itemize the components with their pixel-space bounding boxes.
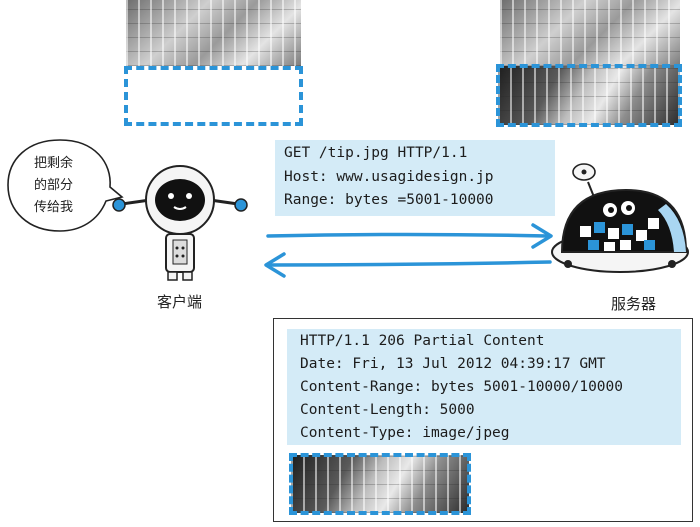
- response-line-1: HTTP/1.1 206 Partial Content: [300, 333, 545, 349]
- speech-bubble-line-2: 的部分: [34, 178, 74, 193]
- response-image-part: [291, 455, 469, 513]
- speech-bubble-line-1: 把剩余: [34, 156, 74, 171]
- response-line-2: Date: Fri, 13 Jul 2012 04:39:17 GMT: [300, 356, 606, 372]
- server-image-top-part: [500, 0, 680, 66]
- request-line-3: Range: bytes =5001-10000: [284, 192, 494, 208]
- client-image-received-part: [126, 0, 301, 66]
- response-message: HTTP/1.1 206 Partial Content Date: Fri, …: [287, 329, 681, 445]
- response-image-highlight: [289, 453, 471, 515]
- request-line-2: Host: www.usagidesign.jp: [284, 169, 494, 185]
- response-line-3: Content-Range: bytes 5001-10000/10000: [300, 379, 624, 395]
- speech-bubble-line-3: 传给我: [34, 200, 74, 215]
- response-line-4: Content-Length: 5000: [300, 402, 475, 418]
- request-arrow-icon: [266, 223, 553, 249]
- client-image-missing-part: [124, 66, 303, 126]
- client-label: 客户端: [157, 293, 203, 311]
- server-image-remaining-part: [498, 66, 680, 125]
- server-robot-icon: [551, 163, 689, 273]
- response-arrow-icon: [264, 252, 552, 278]
- request-line-1: GET /tip.jpg HTTP/1.1: [284, 145, 468, 161]
- response-line-5: Content-Type: image/jpeg: [300, 425, 510, 441]
- request-message: GET /tip.jpg HTTP/1.1 Host: www.usagides…: [275, 140, 555, 216]
- speech-bubble: [7, 139, 124, 232]
- server-label: 服务器: [611, 295, 657, 313]
- response-panel: HTTP/1.1 206 Partial Content Date: Fri, …: [273, 318, 693, 522]
- server-image-remaining-highlight: [496, 64, 682, 127]
- client-robot-icon: [112, 165, 248, 281]
